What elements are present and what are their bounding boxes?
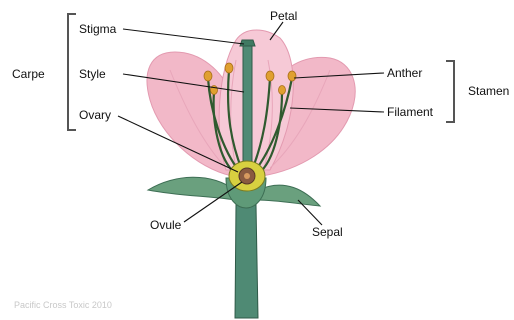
label-filament: Filament [387, 105, 434, 119]
label-style: Style [79, 67, 106, 81]
ovule-core [244, 173, 250, 179]
label-stigma: Stigma [79, 22, 117, 36]
label-sepal: Sepal [312, 225, 343, 239]
stigma [240, 40, 255, 46]
label-ovary: Ovary [79, 108, 111, 122]
leader-stigma [123, 29, 244, 44]
flower-illustration [147, 30, 355, 318]
group-label-stamen: Stamen [468, 84, 509, 98]
sepal-right [258, 185, 320, 206]
carpel-bracket [68, 14, 76, 130]
label-ovule: Ovule [150, 218, 182, 232]
label-petal: Petal [270, 9, 297, 23]
label-anther: Anther [387, 66, 422, 80]
sepal-left [148, 177, 235, 200]
stamen-bracket [446, 61, 454, 122]
watermark: Pacific Cross Toxic 2010 [14, 300, 112, 310]
stem [235, 205, 258, 318]
style [243, 44, 252, 172]
group-label-carpel: Carpe [12, 67, 45, 81]
